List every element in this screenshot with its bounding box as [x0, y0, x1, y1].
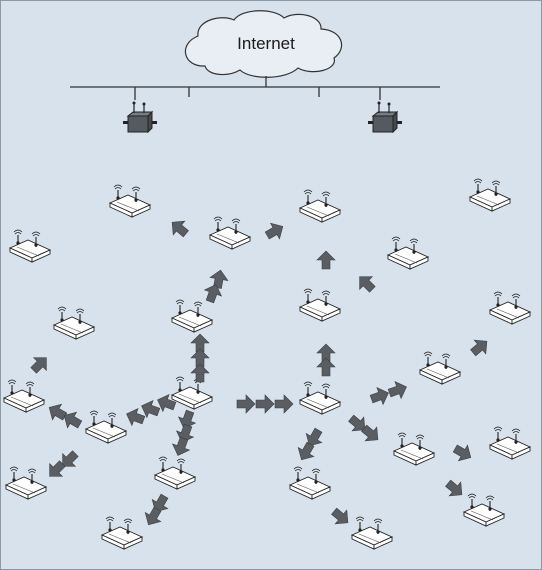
mesh-router [469, 178, 511, 212]
arrow [255, 394, 275, 414]
arrow [316, 357, 336, 377]
arrow [450, 440, 476, 466]
arrow [328, 504, 354, 530]
mesh-router [299, 381, 341, 415]
arrow [352, 269, 380, 297]
mesh-router [3, 379, 45, 413]
mesh-router [489, 426, 531, 460]
arrow [467, 334, 493, 360]
mesh-router [209, 216, 251, 250]
mesh-router [171, 376, 213, 410]
arrow [26, 350, 54, 378]
arrow [190, 363, 210, 383]
mesh-router [109, 184, 151, 218]
internet-cloud: Internet [184, 10, 343, 78]
arrow [274, 394, 294, 414]
arrow [166, 215, 192, 241]
mesh-router [85, 410, 127, 444]
mesh-router [5, 466, 47, 500]
arrow [368, 384, 392, 408]
arrow [442, 476, 468, 502]
arrow [236, 394, 256, 414]
gateway-right [367, 100, 403, 133]
arrow [262, 218, 288, 244]
arrow [316, 250, 336, 270]
mesh-router [289, 466, 331, 500]
mesh-router [9, 229, 51, 263]
mesh-router [489, 291, 531, 325]
mesh-router [463, 493, 505, 527]
mesh-router [393, 432, 435, 466]
mesh-router [299, 189, 341, 223]
mesh-router [101, 516, 143, 550]
mesh-router [171, 299, 213, 333]
mesh-router [154, 456, 196, 490]
mesh-router [419, 351, 461, 385]
mesh-router [299, 288, 341, 322]
mesh-router [387, 236, 429, 270]
gateway-left [122, 100, 158, 133]
backbone-bus [70, 76, 440, 100]
mesh-router [351, 516, 393, 550]
arrow [386, 378, 410, 402]
mesh-router [53, 306, 95, 340]
internet-label: Internet [237, 34, 295, 53]
cloud-shape [184, 10, 343, 78]
